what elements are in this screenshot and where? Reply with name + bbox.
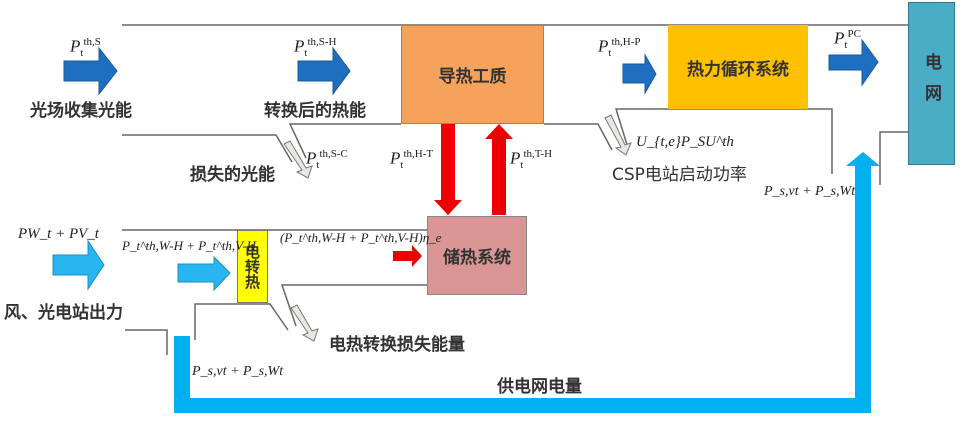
formula-p-th: Ptth,T-H — [510, 148, 553, 172]
arrow-icon-heat — [297, 46, 351, 96]
wind-channel-lower — [125, 329, 168, 355]
label-lost-light: 损失的光能 — [190, 165, 275, 185]
heat-storage-box: 储热系统 — [427, 216, 527, 295]
electric-to-heat-box: 电转热 — [237, 230, 268, 303]
label-converted-heat: 转换后的热能 — [264, 101, 366, 121]
formula-p-s: Ptth,S — [70, 36, 101, 60]
arrow-icon-hp — [622, 53, 657, 95]
label-e2h-loss: 电热转换损失能量 — [329, 335, 465, 355]
e2h-lower-2 — [280, 284, 427, 327]
label-grid-supply: 供电网电量 — [497, 377, 582, 397]
grid-side-line — [879, 131, 908, 185]
formula-p-sh: Ptth,S-H — [294, 36, 337, 60]
loss-arrow-icon-light — [283, 140, 313, 179]
arrow-icon-wind-heat — [177, 255, 231, 292]
arrow-icon-eta — [393, 245, 422, 267]
formula-supply-right: P_s,vt + P_s,Wt — [764, 184, 856, 199]
cycle-lower-line-2 — [614, 108, 833, 174]
arrow-icon-pc — [828, 38, 879, 87]
label-csp-startup: CSP电站启动功率 — [612, 165, 747, 185]
power-grid-box: 电网 — [908, 2, 955, 165]
formula-p-sc: Ptth,S-C — [306, 148, 348, 172]
formula-startup-power: U_{t,e}P_SU^th — [636, 134, 734, 150]
formula-pw-pv: PW_t + PV_t — [18, 226, 99, 242]
formula-p-pc: PtPC — [834, 28, 861, 52]
thermal-cycle-box: 热力循环系统 — [668, 25, 808, 109]
e2h-lower — [194, 303, 289, 340]
arrow-icon-solar — [63, 46, 118, 96]
formula-eta: (P_t^th,W-H + P_t^th,V-H)η_e — [280, 230, 442, 245]
heat-transfer-medium-box: 导热工质 — [401, 25, 544, 124]
loss-arrow-icon-startup — [604, 114, 632, 156]
loss-arrow-icon-e2h — [290, 304, 319, 342]
label-solar-collected: 光场收集光能 — [30, 101, 132, 121]
arrow-icon-storage-to-heat — [485, 124, 513, 215]
label-wind-pv-output: 风、光电站出力 — [4, 303, 123, 323]
formula-p-wh-vh: P_t^th,W-H + P_t^th,V-H — [122, 238, 257, 253]
cycle-lower-line — [544, 123, 613, 151]
formula-supply-left: P_s,vt + P_s,Wt — [192, 364, 284, 379]
arrow-icon-heat-to-storage — [434, 124, 462, 215]
arrow-icon-wind-pv — [52, 239, 105, 291]
channel-lower-line-1 — [122, 134, 293, 163]
formula-p-ht: Ptth,H-T — [390, 148, 434, 172]
formula-p-hp: Ptth,H-P — [598, 36, 641, 60]
channel-lower-line-2 — [288, 123, 401, 159]
